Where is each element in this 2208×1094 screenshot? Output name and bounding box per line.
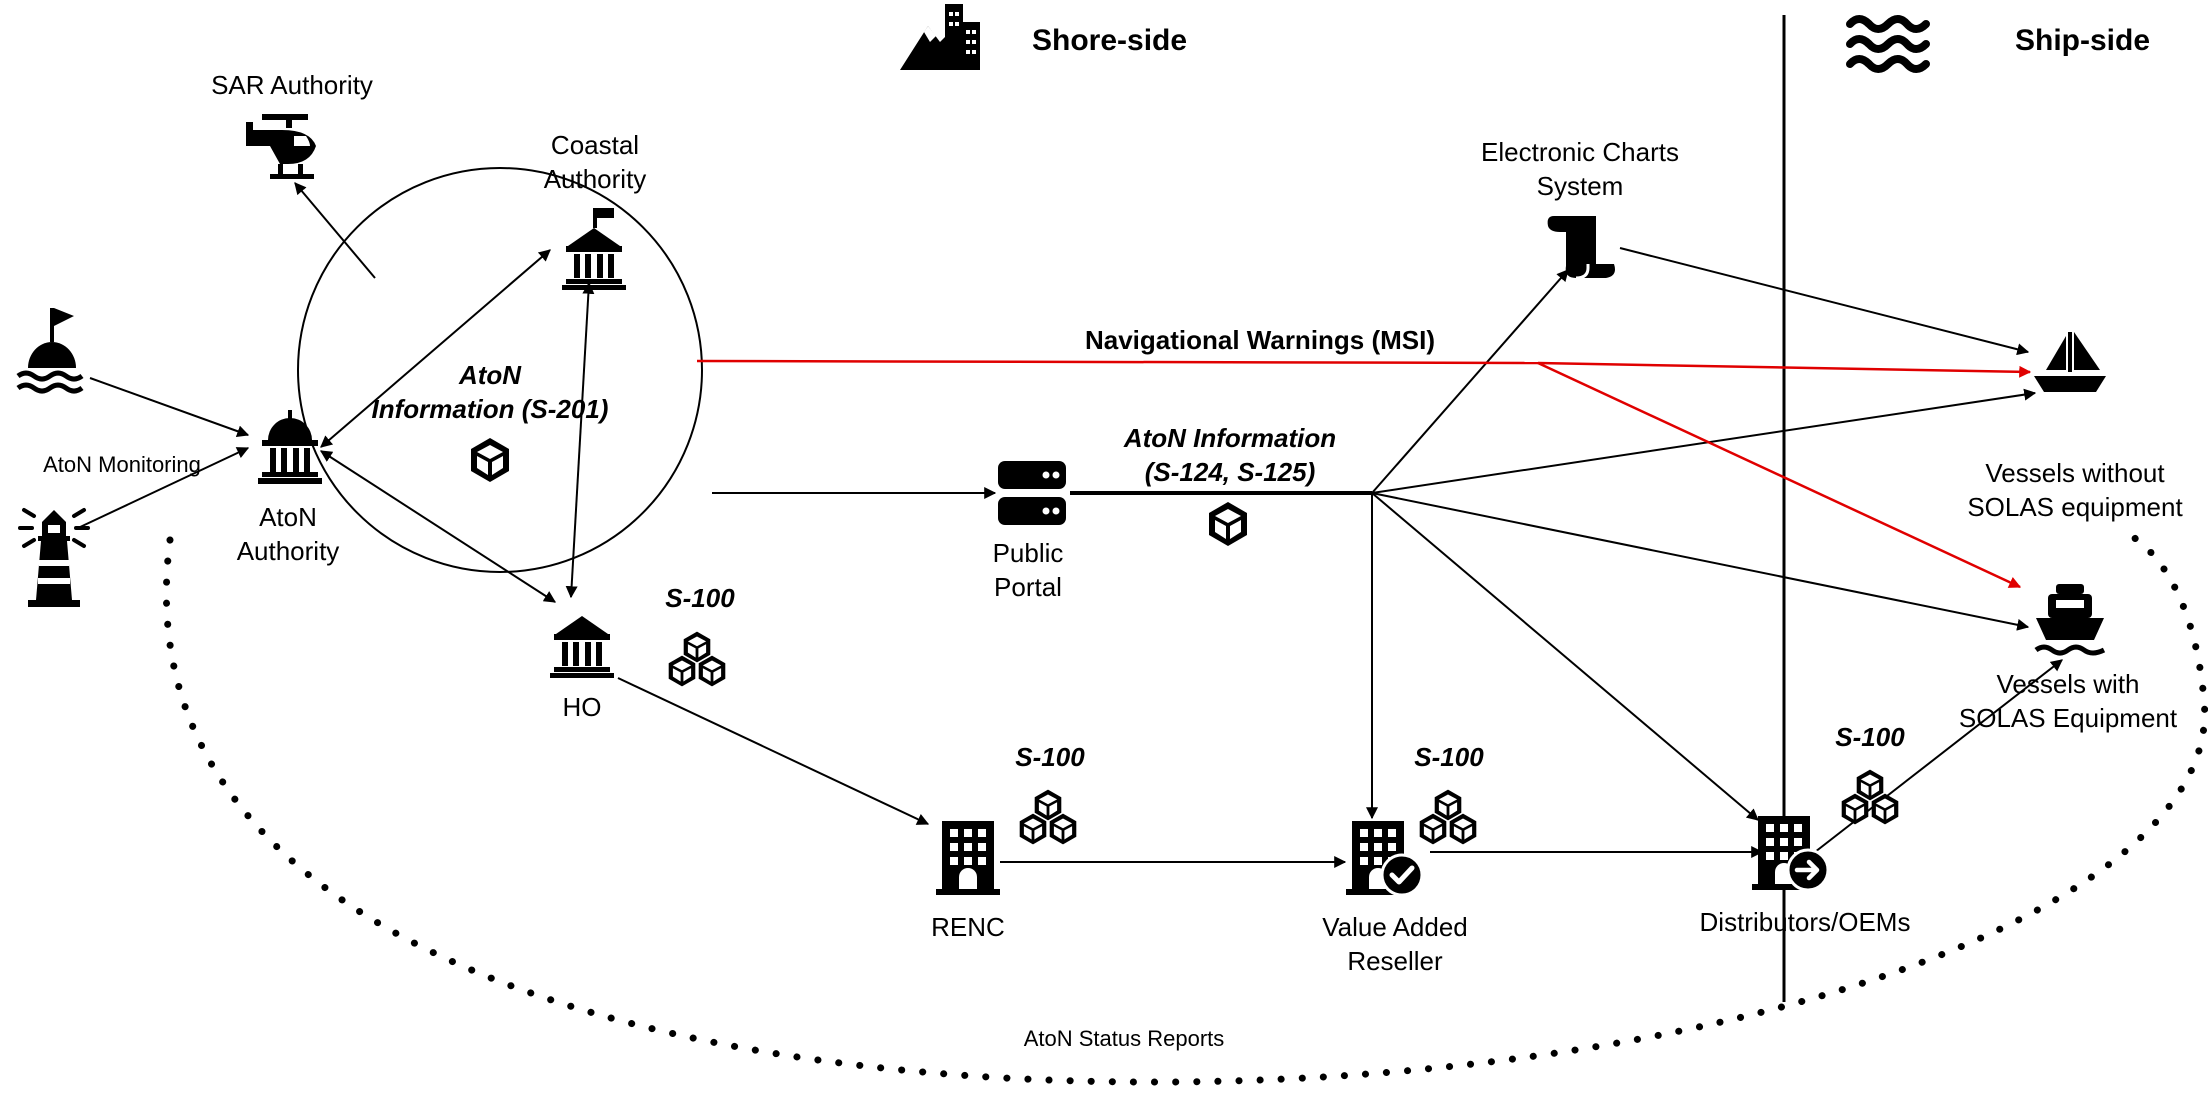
arrow-aton-coastal (320, 249, 551, 448)
arrow-buoy-to-aton (89, 377, 250, 437)
cube-icon (471, 438, 509, 482)
ship-icon (2034, 584, 2106, 656)
shore-side-heading: Shore-side (1032, 24, 1188, 57)
msi-trunk-line (696, 359, 1539, 365)
arrow-to-sar (294, 182, 376, 279)
arrow-ecs-to-vessels (1619, 247, 2030, 356)
arrow-to-ecs (1371, 269, 1569, 494)
aton-status-reports-label: AtoN Status Reports (1023, 1026, 1225, 1051)
msi-arrow-to-vessels-without (1537, 361, 2032, 378)
cubes-icon (1419, 789, 1477, 845)
arrow-coastal-ho (565, 281, 595, 599)
arrow-aton-ho (319, 450, 557, 603)
waves-icon (1846, 15, 1930, 73)
s124-s125-label: AtoN Information(S-124, S-125) (1123, 423, 1337, 487)
lighthouse-icon (18, 508, 90, 607)
helicopter-icon (246, 114, 316, 179)
warning-arrows (696, 359, 2032, 589)
aton-monitoring-label: AtoN Monitoring (43, 452, 201, 477)
msi-arrow-to-vessels-with (1537, 361, 2022, 589)
s100-label-var: S-100 (1414, 742, 1484, 772)
cubes-icon (1841, 769, 1899, 825)
sailboat-icon (2034, 332, 2106, 392)
government-building-icon (258, 410, 322, 484)
connection-arrows (77, 182, 2063, 868)
s100-label-renc: S-100 (1015, 742, 1085, 772)
arrow-to-vessels-with (1371, 492, 2030, 631)
ho-building-icon (550, 616, 614, 678)
s100-label-ho: S-100 (665, 583, 735, 613)
msi-label: Navigational Warnings (MSI) (1084, 325, 1436, 355)
arrow-to-vessels-without (1371, 388, 2037, 494)
ship-side-heading: Ship-side (2015, 24, 2151, 57)
coastal-authority-building-icon (562, 208, 626, 290)
status-reports-loop (162, 531, 2208, 1086)
s100-label-distributors: S-100 (1835, 722, 1905, 752)
cubes-icon (1019, 789, 1077, 845)
sar-authority-label: SAR Authority (211, 70, 373, 100)
mountain-city-icon (900, 4, 980, 70)
cube-icon (1209, 502, 1247, 546)
arrow-lighthouse-to-aton (77, 447, 250, 529)
scroll-icon (1547, 216, 1615, 280)
distributors-label: Distributors/OEMs (1699, 907, 1911, 937)
arrow-ho-to-renc (617, 677, 930, 825)
buoy-icon (16, 308, 84, 394)
office-building-arrow-icon (1752, 816, 1830, 892)
renc-label: RENC (931, 912, 1005, 942)
office-building-icon (936, 821, 1000, 895)
office-building-check-icon (1346, 821, 1424, 897)
arrow-to-distributors (1371, 492, 1759, 821)
ho-label: HO (562, 692, 602, 722)
server-icon (998, 461, 1066, 525)
cubes-icon (668, 631, 726, 687)
